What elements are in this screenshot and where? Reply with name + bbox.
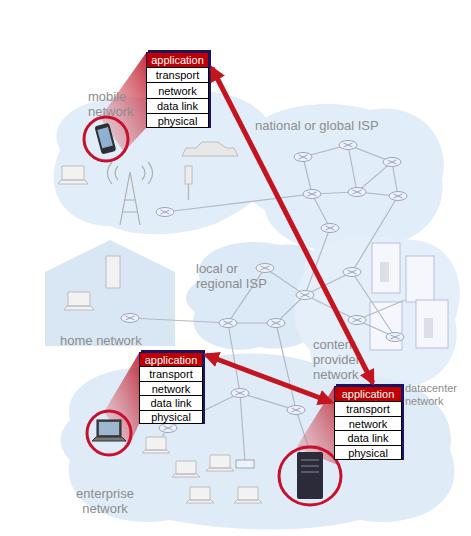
layer-name: application: [342, 388, 395, 400]
protocol-layer-box: data link: [139, 395, 203, 411]
traffic-light: [185, 166, 192, 184]
laptop-icon: [172, 461, 200, 477]
region-label: content provider network: [313, 337, 369, 382]
protocol-layer-box: application: [146, 52, 209, 68]
router-icon: [159, 424, 177, 433]
router-icon: [294, 153, 312, 162]
laptop-icon: [234, 487, 262, 503]
home-shape: [45, 240, 175, 346]
protocol-layer-box: data link: [334, 430, 402, 446]
message-arrow: [212, 68, 373, 383]
router-icon: [321, 224, 339, 233]
layer-name: transport: [346, 403, 389, 415]
enterprise-cloud: [61, 354, 455, 530]
router-icon: [348, 188, 366, 197]
router-icon: [339, 141, 357, 150]
router-icon: [343, 268, 361, 277]
highlight-circle: [87, 411, 131, 455]
router-icon: [348, 316, 366, 325]
layer-name: application: [145, 354, 198, 366]
server-tower: [297, 452, 323, 499]
isp-cloud: [240, 104, 444, 250]
router-icon: [383, 158, 401, 167]
region-label: enterprise network: [60, 486, 150, 516]
highlight-circle: [84, 117, 128, 161]
protocol-layer-box: application: [139, 352, 203, 367]
layer-name: transport: [156, 69, 199, 81]
server-rack: [424, 318, 433, 338]
traffic-light-pole: [188, 184, 190, 200]
region-label: mobile network: [88, 89, 142, 119]
laptop-icon: [206, 455, 234, 471]
router-icon: [121, 314, 139, 323]
router-icon: [389, 192, 407, 201]
protocol-layer-box: physical: [334, 445, 402, 460]
router-icon: [267, 319, 285, 328]
datacenter-building: [416, 300, 448, 348]
protocol-layer-box: network: [334, 416, 402, 431]
layer-name: transport: [149, 368, 192, 380]
layer-name: network: [152, 383, 191, 395]
router-icon: [386, 333, 404, 342]
wireless-router: [236, 460, 254, 468]
phone-body: [94, 123, 116, 155]
phone-screen: [97, 127, 113, 148]
layer-name: data link: [151, 397, 192, 409]
region-label: local or regional ISP: [196, 261, 276, 291]
region-label: national or global ISP: [255, 118, 415, 133]
protocol-layer-box: transport: [146, 67, 209, 83]
router-icon: [296, 291, 314, 300]
server-bays: [301, 460, 319, 472]
server-rack: [380, 262, 389, 282]
router-icon: [303, 190, 321, 199]
message-arrow: [206, 355, 331, 402]
layer-name: physical: [151, 411, 191, 423]
laptop-icon: [142, 437, 170, 453]
laptop-icon: [64, 292, 94, 310]
protocol-layer-box: network: [146, 82, 209, 99]
protocol-layer-box: data link: [146, 98, 209, 114]
car-icon: [182, 142, 238, 156]
laptop-base: [92, 437, 126, 441]
region-label: home network: [60, 333, 160, 348]
protocol-layer-box: network: [139, 381, 203, 396]
router-icon: [156, 208, 174, 217]
layer-name: physical: [158, 115, 198, 127]
layer-name: network: [158, 85, 197, 97]
network-links: [130, 145, 405, 462]
datacenter-building: [370, 302, 402, 350]
region-label: datacenter network: [405, 382, 467, 408]
router-icon: [287, 406, 305, 415]
cell-tower: [108, 162, 153, 225]
fridge-icon: [106, 256, 120, 288]
protocol-layer-box: physical: [139, 410, 203, 424]
protocol-layer-box: application: [334, 386, 402, 402]
laptop-icon: [58, 166, 88, 184]
router-icon: [219, 319, 237, 328]
laptop-display: [99, 422, 119, 435]
smartphone-icon: [94, 123, 116, 155]
layer-name: physical: [348, 447, 388, 459]
router-icon: [231, 389, 249, 398]
datacenter-building: [372, 243, 400, 293]
datacenter-building: [406, 256, 434, 302]
protocol-layer-box: transport: [334, 401, 402, 417]
protocol-layer-box: transport: [139, 366, 203, 382]
highlight-circle: [279, 447, 341, 505]
protocol-layer-box: physical: [146, 113, 209, 128]
layer-name: network: [349, 418, 388, 430]
laptop-icon: [186, 487, 214, 503]
layer-name: application: [151, 54, 204, 66]
layer-name: data link: [348, 432, 389, 444]
laptop-screen: [97, 420, 121, 437]
layer-name: data link: [157, 100, 198, 112]
router-icon: [256, 264, 274, 273]
